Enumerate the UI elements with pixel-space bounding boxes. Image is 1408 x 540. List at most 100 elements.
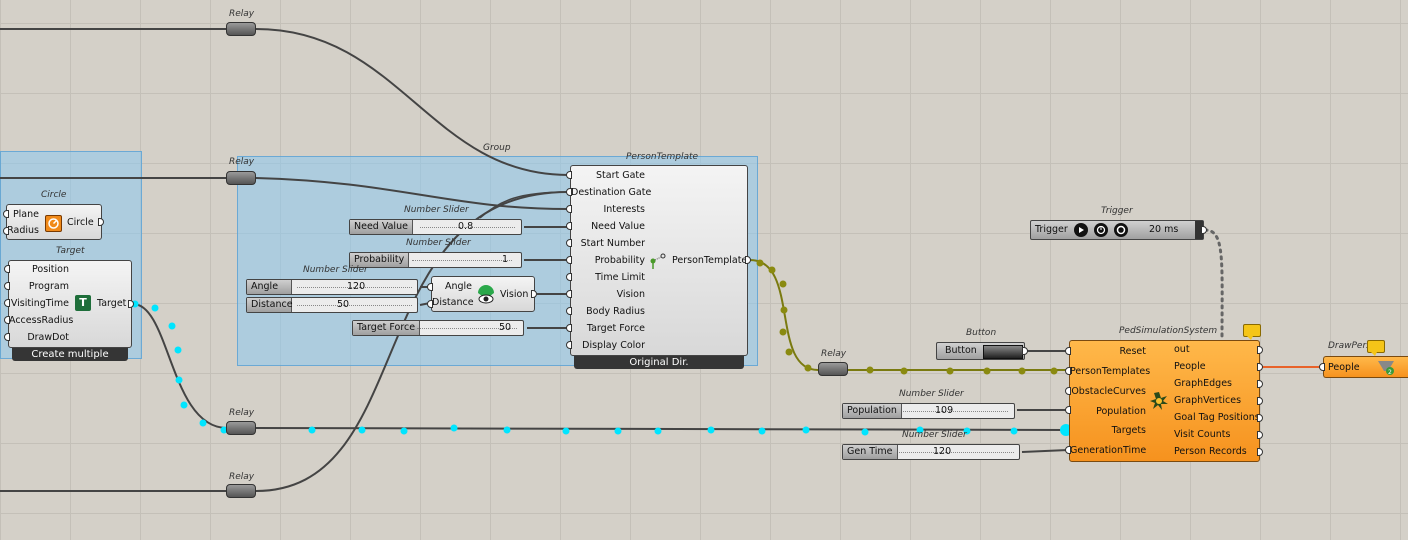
trigger-end-cap bbox=[1195, 221, 1203, 239]
ped-port-generation-time[interactable] bbox=[1065, 446, 1071, 454]
slider-gen-val: 120 bbox=[933, 446, 952, 457]
slider-need-value[interactable]: Need Value 0.8 bbox=[349, 219, 522, 235]
ped-port-people[interactable] bbox=[1257, 363, 1263, 371]
slider-population[interactable]: Population 109 bbox=[842, 403, 1015, 419]
pt-port-need-value[interactable] bbox=[566, 222, 572, 230]
target-port-access-radius[interactable] bbox=[4, 316, 10, 324]
ped-system-message-icon[interactable] bbox=[1243, 324, 1261, 340]
person-pin-icon bbox=[649, 252, 667, 270]
circle-port-out[interactable] bbox=[98, 218, 104, 226]
eye-icon bbox=[476, 285, 496, 305]
target-input-visiting-time: VisitingTime bbox=[10, 298, 69, 309]
draw-person-title: DrawPers bbox=[1328, 341, 1371, 351]
slider-distance[interactable]: Distance 50 bbox=[246, 297, 418, 313]
pt-port-start-number[interactable] bbox=[566, 239, 572, 247]
pt-port-body-radius[interactable] bbox=[566, 307, 572, 315]
target-component[interactable]: Position Program VisitingTime AccessRadi… bbox=[8, 260, 132, 348]
circle-port-plane[interactable] bbox=[3, 210, 9, 218]
slider-prob-label: Probability bbox=[350, 253, 410, 267]
circle-component[interactable]: Plane Radius Circle bbox=[6, 204, 102, 240]
circle-port-radius[interactable] bbox=[3, 227, 9, 235]
slider-angle[interactable]: Angle 120 bbox=[246, 279, 418, 295]
ped-port-person-templates[interactable] bbox=[1065, 367, 1071, 375]
trigger-port-out[interactable] bbox=[1201, 226, 1207, 234]
vision-component[interactable]: Angle Distance Vision bbox=[431, 276, 535, 312]
ped-port-population[interactable] bbox=[1065, 406, 1071, 414]
trigger-component[interactable]: Trigger 20 ms bbox=[1030, 220, 1204, 240]
pt-port-target-force[interactable] bbox=[566, 324, 572, 332]
pt-port-display-color[interactable] bbox=[566, 341, 572, 349]
draw-person-component[interactable]: People 2 bbox=[1323, 356, 1408, 378]
circle-input-radius: Radius bbox=[7, 225, 39, 236]
pt-input-start-number: Start Number bbox=[580, 238, 645, 249]
pt-input-start-gate: Start Gate bbox=[596, 170, 645, 181]
ped-port-goal-tag[interactable] bbox=[1257, 414, 1263, 422]
slider-probability[interactable]: Probability 1 bbox=[349, 252, 522, 268]
ped-simulation-system[interactable]: Reset PersonTemplates ObstacleCurves Pop… bbox=[1069, 340, 1260, 462]
slider-angle-title: Number Slider bbox=[303, 265, 368, 275]
ped-port-obstacle-curves[interactable] bbox=[1065, 387, 1071, 395]
ped-port-out[interactable] bbox=[1257, 346, 1263, 354]
target-port-position[interactable] bbox=[4, 265, 10, 273]
ped-port-graph-vertices[interactable] bbox=[1257, 397, 1263, 405]
play-icon[interactable] bbox=[1074, 223, 1088, 237]
vision-output: Vision bbox=[500, 289, 529, 300]
person-template-footer: Original Dir. bbox=[574, 356, 744, 369]
pt-port-time-limit[interactable] bbox=[566, 273, 572, 281]
relay-1[interactable] bbox=[226, 22, 256, 36]
ped-port-reset[interactable] bbox=[1065, 347, 1071, 355]
relay-3[interactable] bbox=[226, 421, 256, 435]
ped-port-graph-edges[interactable] bbox=[1257, 380, 1263, 388]
slider-gen-label: Gen Time bbox=[843, 445, 898, 459]
slider-pop-title: Number Slider bbox=[899, 389, 964, 399]
slider-target-force[interactable]: Target Force 50 bbox=[352, 320, 524, 336]
pt-port-interests[interactable] bbox=[566, 205, 572, 213]
wire-person-template bbox=[749, 259, 1068, 371]
relay-4[interactable] bbox=[226, 484, 256, 498]
ped-input-population: Population bbox=[1096, 406, 1146, 417]
pt-input-need-value: Need Value bbox=[591, 221, 645, 232]
olive-dots bbox=[756, 259, 1058, 375]
pt-port-destination-gate[interactable] bbox=[566, 188, 572, 196]
target-input-draw-dot: DrawDot bbox=[27, 332, 69, 343]
slider-pop-label: Population bbox=[843, 404, 902, 418]
pt-port-probability[interactable] bbox=[566, 256, 572, 264]
person-cone-icon: 2 bbox=[1376, 359, 1396, 377]
pt-port-start-gate[interactable] bbox=[566, 171, 572, 179]
target-t-icon: T bbox=[75, 295, 91, 311]
button-component[interactable]: Button bbox=[936, 342, 1025, 360]
trigger-label: Trigger bbox=[1035, 224, 1068, 235]
ped-port-visit-counts[interactable] bbox=[1257, 431, 1263, 439]
circle-title: Circle bbox=[41, 190, 67, 200]
timer-icon[interactable] bbox=[1094, 223, 1108, 237]
person-template-component[interactable]: Start Gate Destination Gate Interests Ne… bbox=[570, 165, 748, 356]
target-port-draw-dot[interactable] bbox=[4, 333, 10, 341]
vision-port-angle[interactable] bbox=[427, 283, 433, 291]
target-port-program[interactable] bbox=[4, 282, 10, 290]
relay-5[interactable] bbox=[818, 362, 848, 376]
slider-gen-title: Number Slider bbox=[902, 430, 967, 440]
ped-output-person-records: Person Records bbox=[1174, 446, 1247, 457]
slider-gen-time[interactable]: Gen Time 120 bbox=[842, 444, 1020, 460]
draw-person-port-people[interactable] bbox=[1319, 363, 1325, 371]
wire-relay1-start-gate bbox=[255, 28, 569, 176]
draw-person-message-icon[interactable] bbox=[1367, 340, 1385, 356]
pt-input-time-limit: Time Limit bbox=[595, 272, 645, 283]
button-port-out[interactable] bbox=[1022, 347, 1028, 355]
pt-port-vision[interactable] bbox=[566, 290, 572, 298]
target-port-out[interactable] bbox=[128, 300, 134, 308]
ped-output-goal-tag-positions: Goal Tag Positions bbox=[1174, 412, 1260, 423]
vision-port-out[interactable] bbox=[531, 290, 537, 298]
slider-need-title: Number Slider bbox=[404, 205, 469, 215]
target-port-visiting-time[interactable] bbox=[4, 299, 10, 307]
slider-need-label: Need Value bbox=[350, 220, 413, 234]
ped-port-person-records[interactable] bbox=[1257, 448, 1263, 456]
vision-port-distance[interactable] bbox=[427, 300, 433, 308]
stop-icon[interactable] bbox=[1114, 223, 1128, 237]
ped-output-people: People bbox=[1174, 361, 1206, 372]
ped-input-generation-time: GenerationTime bbox=[1070, 445, 1147, 456]
vision-input-angle: Angle bbox=[444, 281, 472, 292]
button-face[interactable] bbox=[983, 345, 1023, 359]
pt-port-out[interactable] bbox=[745, 256, 751, 264]
relay-2[interactable] bbox=[226, 171, 256, 185]
